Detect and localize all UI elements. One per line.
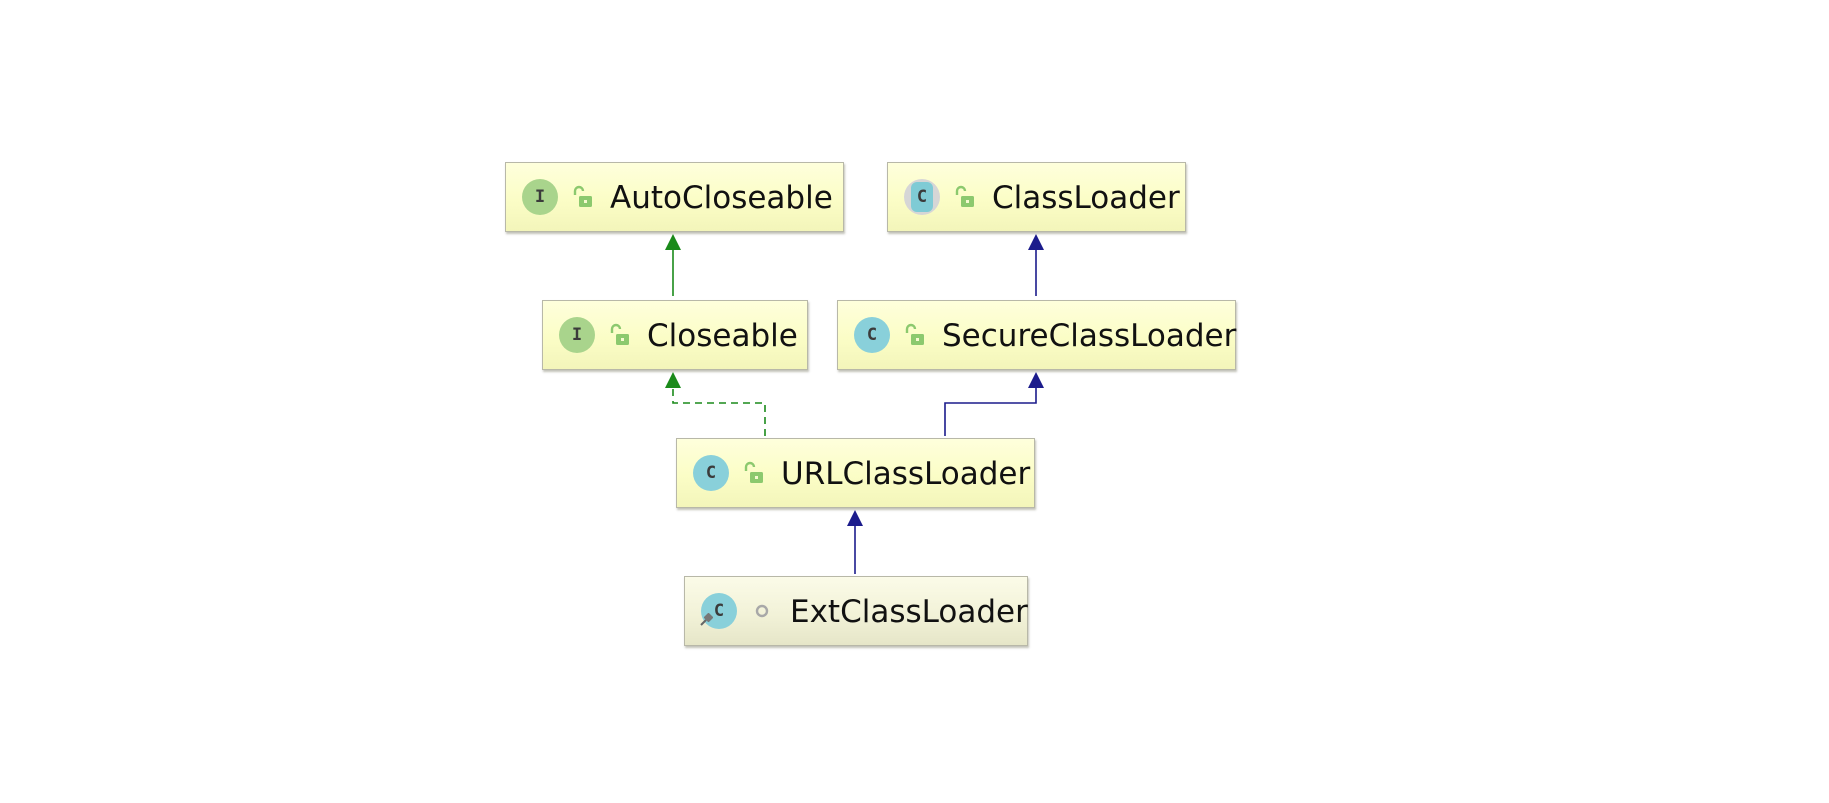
- interface-letter: I: [534, 187, 546, 207]
- abstract-class-icon: C: [904, 179, 940, 215]
- edge-secureclassloader-classloader: [1028, 234, 1044, 296]
- node-urlclassloader[interactable]: C URLClassLoader: [676, 438, 1035, 508]
- node-label: ExtClassLoader: [790, 594, 1028, 630]
- public-lock-icon: [905, 323, 924, 345]
- arrowhead: [1028, 372, 1044, 388]
- node-label: Closeable: [647, 318, 798, 354]
- static-class-icon: C: [700, 593, 737, 629]
- public-lock-icon: [610, 323, 629, 345]
- arrowhead: [665, 234, 681, 250]
- arrowhead: [665, 372, 681, 388]
- interface-letter: I: [571, 325, 583, 345]
- arrowhead: [847, 510, 863, 526]
- class-letter: C: [705, 463, 717, 483]
- public-lock-icon: [573, 185, 592, 207]
- interface-icon: I: [559, 317, 595, 353]
- package-private-icon: [755, 604, 769, 618]
- edge-urlclassloader-secureclassloader: [944, 372, 1044, 436]
- node-label: AutoCloseable: [610, 180, 833, 216]
- node-closeable[interactable]: I Closeable: [542, 300, 808, 370]
- public-lock-icon: [955, 185, 974, 207]
- edge-extclassloader-urlclassloader: [847, 510, 863, 574]
- node-autocloseable[interactable]: I AutoCloseable: [505, 162, 844, 232]
- node-label: SecureClassLoader: [942, 318, 1237, 354]
- node-label: URLClassLoader: [781, 456, 1031, 492]
- node-label: ClassLoader: [992, 180, 1180, 216]
- public-lock-icon: [744, 461, 763, 483]
- abstract-class-inner: C: [911, 182, 933, 212]
- interface-icon: I: [522, 179, 558, 215]
- class-icon: C: [854, 317, 890, 353]
- edge-urlclassloader-closeable: [665, 372, 766, 436]
- class-letter: C: [916, 187, 928, 207]
- node-secureclassloader[interactable]: C SecureClassLoader: [837, 300, 1236, 370]
- node-extclassloader[interactable]: C ExtClassLoader: [684, 576, 1028, 646]
- class-icon: C: [693, 455, 729, 491]
- static-pin-icon: [700, 613, 713, 626]
- class-letter: C: [866, 325, 878, 345]
- arrowhead: [1028, 234, 1044, 250]
- edge-closeable-autocloseable: [665, 234, 681, 296]
- class-letter: C: [713, 601, 725, 621]
- node-classloader[interactable]: C ClassLoader: [887, 162, 1186, 232]
